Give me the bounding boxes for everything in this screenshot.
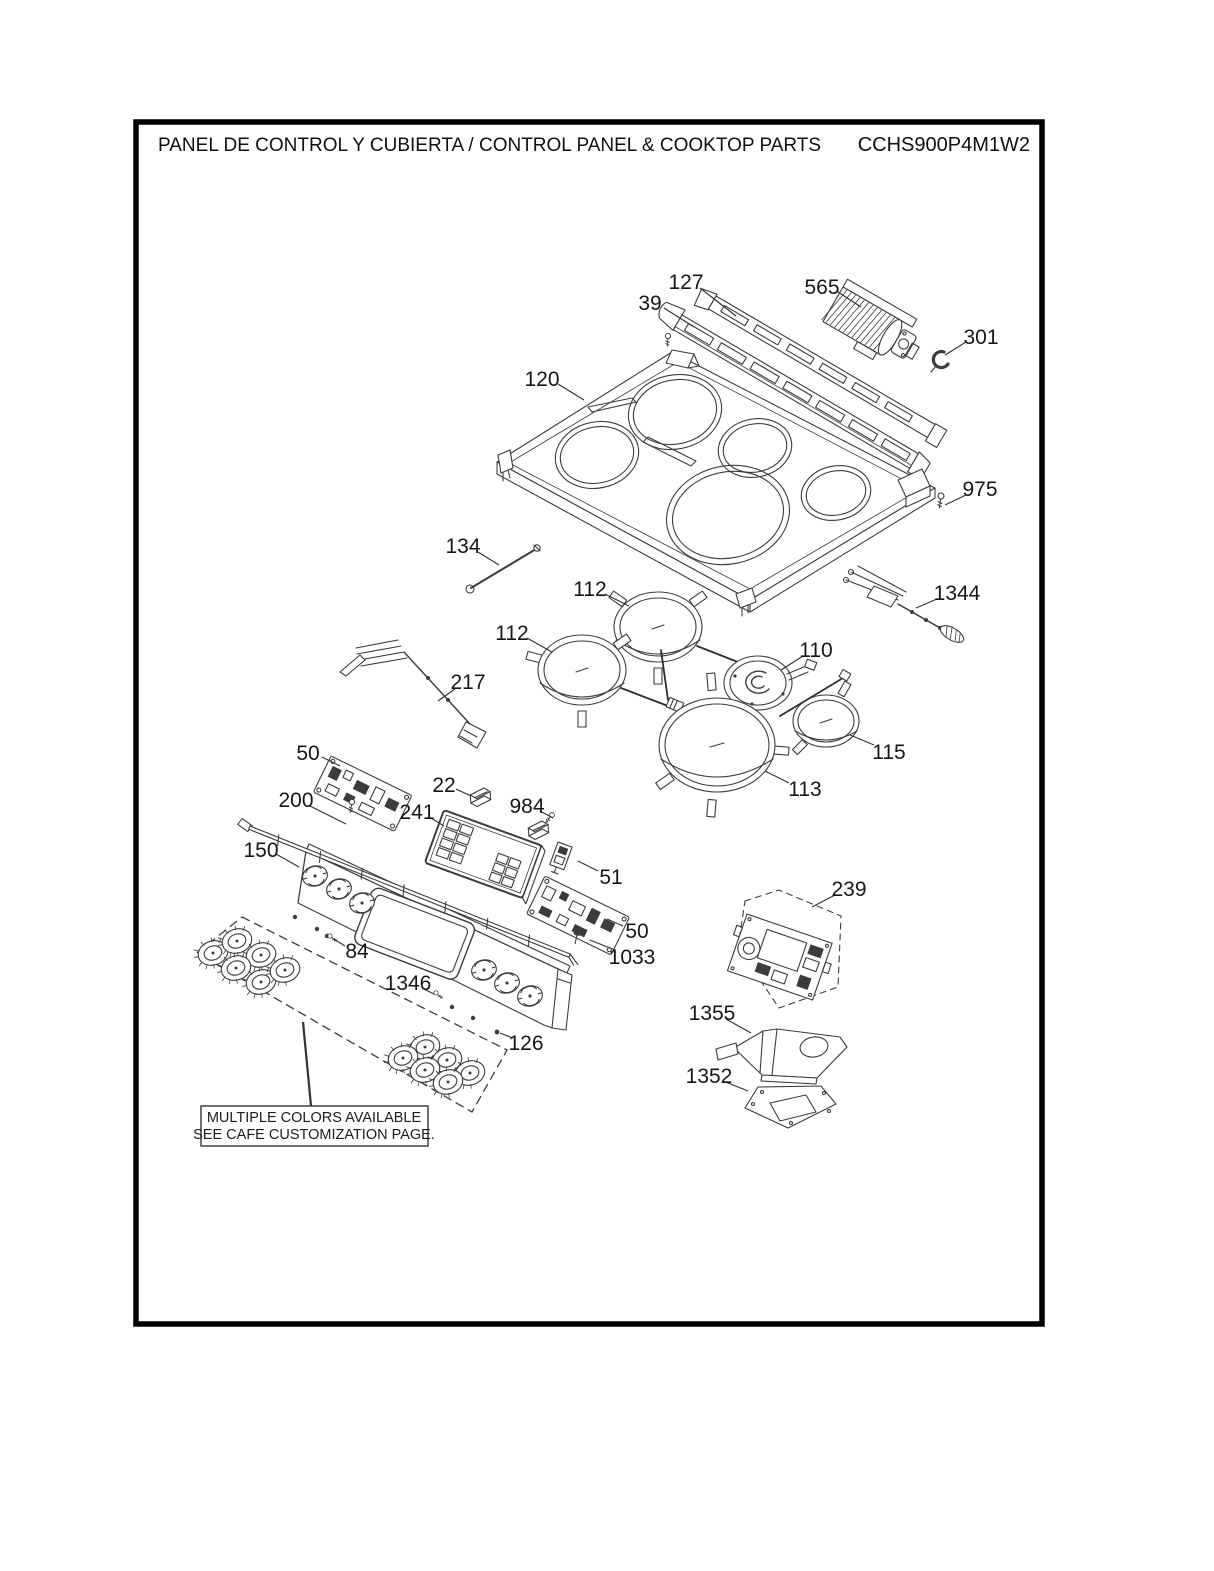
callout-112-left: 112 [495, 622, 528, 645]
vent-trim-front [658, 301, 931, 480]
burner-ring-5 [800, 465, 872, 521]
callout-241: 241 [399, 801, 434, 824]
mounting-clip-2 [527, 820, 550, 841]
wire-harness-right [842, 565, 965, 643]
note-line-1: MULTIPLE COLORS AVAILABLE [207, 1110, 422, 1126]
callout-1033: 1033 [609, 946, 656, 969]
callout-1352: 1352 [686, 1065, 733, 1088]
callout-22: 22 [432, 774, 455, 797]
callout-51: 51 [599, 866, 622, 889]
wire-harness-left [339, 639, 487, 749]
callout-126: 126 [508, 1032, 543, 1055]
callout-975: 975 [962, 478, 997, 501]
callout-134: 134 [445, 535, 480, 558]
leader-lines [275, 287, 967, 1092]
callout-127: 127 [668, 271, 703, 294]
burner-ring-2 [554, 421, 640, 489]
callout-1344: 1344 [934, 582, 981, 605]
page-title: PANEL DE CONTROL Y CUBIERTA / CONTROL PA… [158, 135, 821, 156]
diagram-border-frame [133, 119, 1045, 1327]
screw-975 [935, 492, 945, 509]
induction-coil-113 [655, 672, 790, 818]
callout-labels: 127 39 565 301 120 975 134 112 112 1344 … [243, 271, 998, 1088]
trim-strip [237, 818, 579, 966]
callout-1346: 1346 [385, 972, 432, 995]
callout-110: 110 [799, 639, 832, 662]
blower-motor [821, 278, 920, 361]
module-plate [744, 1085, 837, 1129]
cooktop-glass [496, 349, 936, 617]
callout-150: 150 [243, 839, 278, 862]
module-cover [715, 1028, 848, 1085]
vent-trim-rear [693, 288, 948, 449]
membrane-switch [549, 841, 573, 875]
callout-565: 565 [804, 276, 839, 299]
burner-ring-3 [717, 418, 793, 478]
screw-126 [494, 1029, 500, 1035]
control-board-lower [526, 876, 630, 955]
note-line-2: SEE CAFE CUSTOMIZATION PAGE. [193, 1127, 435, 1143]
mounting-clip-1 [469, 787, 492, 808]
callout-217: 217 [450, 671, 485, 694]
pcb-module [726, 889, 842, 1009]
callout-984: 984 [509, 795, 544, 818]
motor-clamp [930, 349, 950, 373]
model-number: CCHS900P4M1W2 [858, 134, 1030, 156]
callout-239: 239 [831, 878, 866, 901]
callout-301: 301 [963, 326, 998, 349]
vent-screw [664, 332, 672, 347]
callout-39: 39 [638, 292, 661, 315]
callout-113: 113 [788, 778, 821, 801]
burner-ring-4 [665, 464, 791, 566]
warmer-element-110 [723, 655, 818, 711]
callout-120: 120 [524, 368, 559, 391]
callout-115: 115 [872, 741, 905, 764]
burner-ring-1 [627, 373, 723, 451]
induction-coil-115 [779, 668, 860, 756]
screw-1033 [573, 926, 582, 945]
control-board-upper [313, 756, 412, 832]
callout-112-upper: 112 [573, 578, 606, 601]
note-box: MULTIPLE COLORS AVAILABLE SEE CAFE CUSTO… [193, 1021, 435, 1147]
callout-200: 200 [278, 789, 313, 812]
side-rod-screw [465, 544, 541, 594]
screw-84 [326, 932, 339, 944]
callout-50-upper: 50 [296, 742, 319, 765]
coil-jumper-wire [660, 649, 669, 701]
callout-84: 84 [345, 940, 369, 963]
display-module [424, 809, 546, 905]
callout-50-lower: 50 [625, 920, 648, 943]
screw-1346 [432, 989, 445, 1001]
callout-1355: 1355 [689, 1002, 736, 1025]
